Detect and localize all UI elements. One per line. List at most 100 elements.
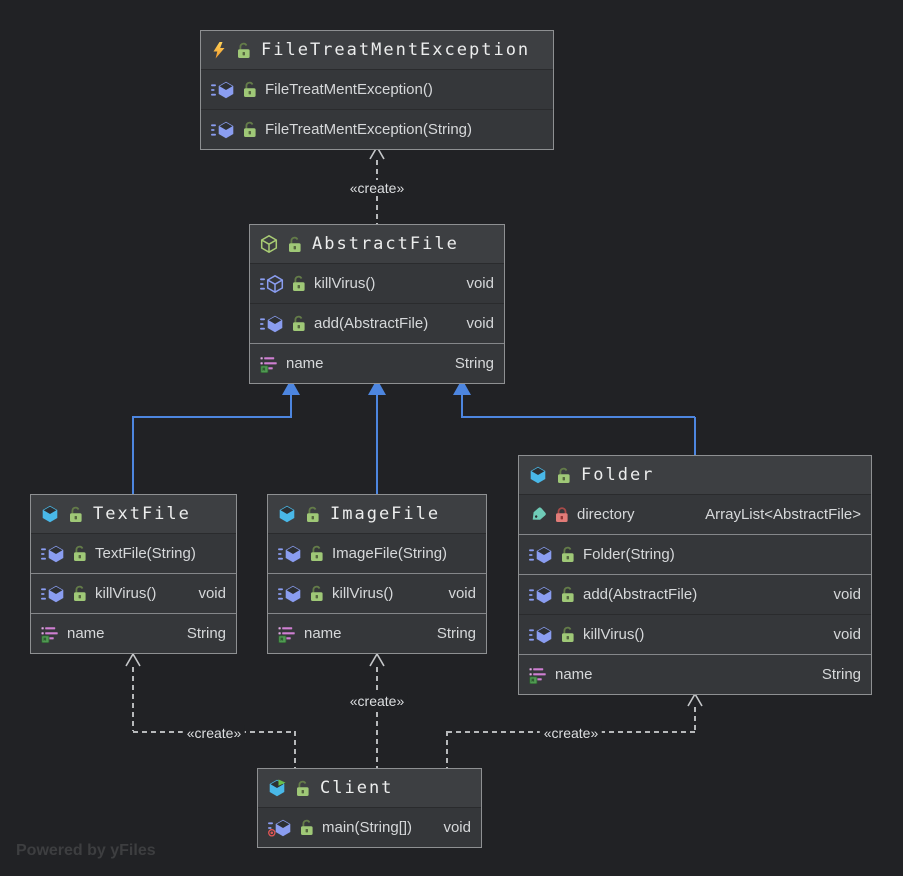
method-icon — [529, 626, 553, 644]
public-lock-icon — [561, 546, 575, 563]
member-type: void — [198, 585, 226, 602]
public-lock-icon — [288, 236, 302, 253]
method-icon — [260, 315, 284, 333]
public-lock-icon — [237, 42, 251, 59]
abstract-method-icon — [260, 275, 284, 293]
field-icon — [41, 625, 59, 643]
edge-label-create: «create» — [345, 693, 409, 709]
edge-inherit-imagefile[interactable] — [376, 395, 378, 495]
member-label: Folder(String) — [583, 546, 675, 563]
member-type: void — [466, 275, 494, 292]
class-box-client[interactable]: Client main(String[]) void — [257, 768, 482, 848]
edge-create-client-folder-seg3[interactable] — [446, 731, 448, 768]
method-icon — [529, 546, 553, 564]
method-icon — [278, 545, 302, 563]
member-row[interactable]: name String — [250, 343, 504, 383]
method-icon — [529, 586, 553, 604]
method-icon — [211, 81, 235, 99]
public-lock-icon — [561, 586, 575, 603]
class-icon — [278, 505, 296, 523]
member-row[interactable]: add(AbstractFile) void — [250, 303, 504, 343]
member-row[interactable]: name String — [519, 654, 871, 694]
class-icon — [529, 466, 547, 484]
field-icon — [529, 666, 547, 684]
member-label: name — [304, 625, 342, 642]
member-row[interactable]: Folder(String) — [519, 534, 871, 574]
class-title: ImageFile — [330, 504, 441, 524]
field-icon — [278, 625, 296, 643]
member-label: killVirus() — [583, 626, 645, 643]
member-row[interactable]: directory ArrayList<AbstractFile> — [519, 494, 871, 534]
member-label: killVirus() — [95, 585, 157, 602]
public-lock-icon — [243, 121, 257, 138]
member-type: String — [821, 666, 861, 683]
edge-create-client-folder-seg1[interactable] — [694, 707, 696, 732]
class-box-abstractfile[interactable]: AbstractFile killVirus() void add(Abstra… — [249, 224, 505, 384]
public-lock-icon — [73, 545, 87, 562]
class-title: Client — [320, 778, 394, 798]
field-icon — [260, 355, 278, 373]
member-label: FileTreatMentException() — [265, 81, 433, 98]
member-label: add(AbstractFile) — [583, 586, 698, 603]
edge-inherit-textfile-seg3[interactable] — [132, 417, 134, 495]
class-box-folder[interactable]: Folder directory ArrayList<AbstractFile>… — [518, 455, 872, 695]
member-row[interactable]: FileTreatMentException(String) — [201, 109, 553, 149]
member-row[interactable]: killVirus() void — [250, 263, 504, 303]
create-arrowhead-imagefile — [369, 653, 385, 667]
member-type: void — [833, 586, 861, 603]
edge-inherit-textfile-seg1[interactable] — [290, 395, 292, 417]
edge-create-client-textfile-seg1[interactable] — [132, 667, 134, 731]
class-header[interactable]: TextFile — [31, 495, 236, 533]
class-header[interactable]: ImageFile — [268, 495, 486, 533]
class-box-textfile[interactable]: TextFile TextFile(String) killVirus() vo… — [30, 494, 237, 654]
edge-inherit-folder-seg3[interactable] — [694, 417, 696, 456]
edge-inherit-textfile-seg2[interactable] — [132, 416, 292, 418]
method-icon — [278, 585, 302, 603]
member-type: void — [466, 315, 494, 332]
private-lock-icon — [555, 506, 569, 523]
public-lock-icon — [292, 275, 306, 292]
member-row[interactable]: killVirus() void — [31, 573, 236, 613]
public-lock-icon — [310, 585, 324, 602]
class-header[interactable]: Client — [258, 769, 481, 807]
exception-class-icon — [211, 42, 227, 59]
member-label: directory — [577, 506, 635, 523]
member-row[interactable]: name String — [268, 613, 486, 653]
member-row[interactable]: killVirus() void — [519, 614, 871, 654]
member-row[interactable]: TextFile(String) — [31, 533, 236, 573]
member-type: void — [448, 585, 476, 602]
member-row[interactable]: main(String[]) void — [258, 807, 481, 847]
edge-create-client-imagefile[interactable] — [376, 667, 378, 768]
member-label: ImageFile(String) — [332, 545, 448, 562]
member-row[interactable]: name String — [31, 613, 236, 653]
member-label: killVirus() — [314, 275, 376, 292]
member-type: String — [436, 625, 476, 642]
edge-label-create: «create» — [182, 725, 246, 741]
public-lock-icon — [292, 315, 306, 332]
member-row[interactable]: ImageFile(String) — [268, 533, 486, 573]
edge-create-client-textfile-seg3[interactable] — [294, 731, 296, 768]
edge-inherit-folder-seg2[interactable] — [461, 416, 695, 418]
public-lock-icon — [306, 506, 320, 523]
class-header[interactable]: FileTreatMentException — [201, 31, 553, 69]
member-row[interactable]: FileTreatMentException() — [201, 69, 553, 109]
main-method-icon — [268, 819, 292, 837]
abstract-class-icon — [260, 235, 278, 253]
class-title: FileTreatMentException — [261, 40, 531, 60]
class-box-imagefile[interactable]: ImageFile ImageFile(String) killVirus() … — [267, 494, 487, 654]
method-icon — [41, 585, 65, 603]
member-type: String — [186, 625, 226, 642]
public-lock-icon — [243, 81, 257, 98]
public-lock-icon — [557, 467, 571, 484]
member-row[interactable]: killVirus() void — [268, 573, 486, 613]
class-header[interactable]: Folder — [519, 456, 871, 494]
method-icon — [41, 545, 65, 563]
member-row[interactable]: add(AbstractFile) void — [519, 574, 871, 614]
class-title: TextFile — [93, 504, 191, 524]
member-type: ArrayList<AbstractFile> — [705, 506, 861, 523]
member-label: main(String[]) — [322, 819, 413, 836]
edge-inherit-folder-seg1[interactable] — [461, 395, 463, 417]
class-header[interactable]: AbstractFile — [250, 225, 504, 263]
member-label: FileTreatMentException(String) — [265, 121, 473, 138]
class-box-filetreatmentexception[interactable]: FileTreatMentException FileTreatMentExce… — [200, 30, 554, 150]
